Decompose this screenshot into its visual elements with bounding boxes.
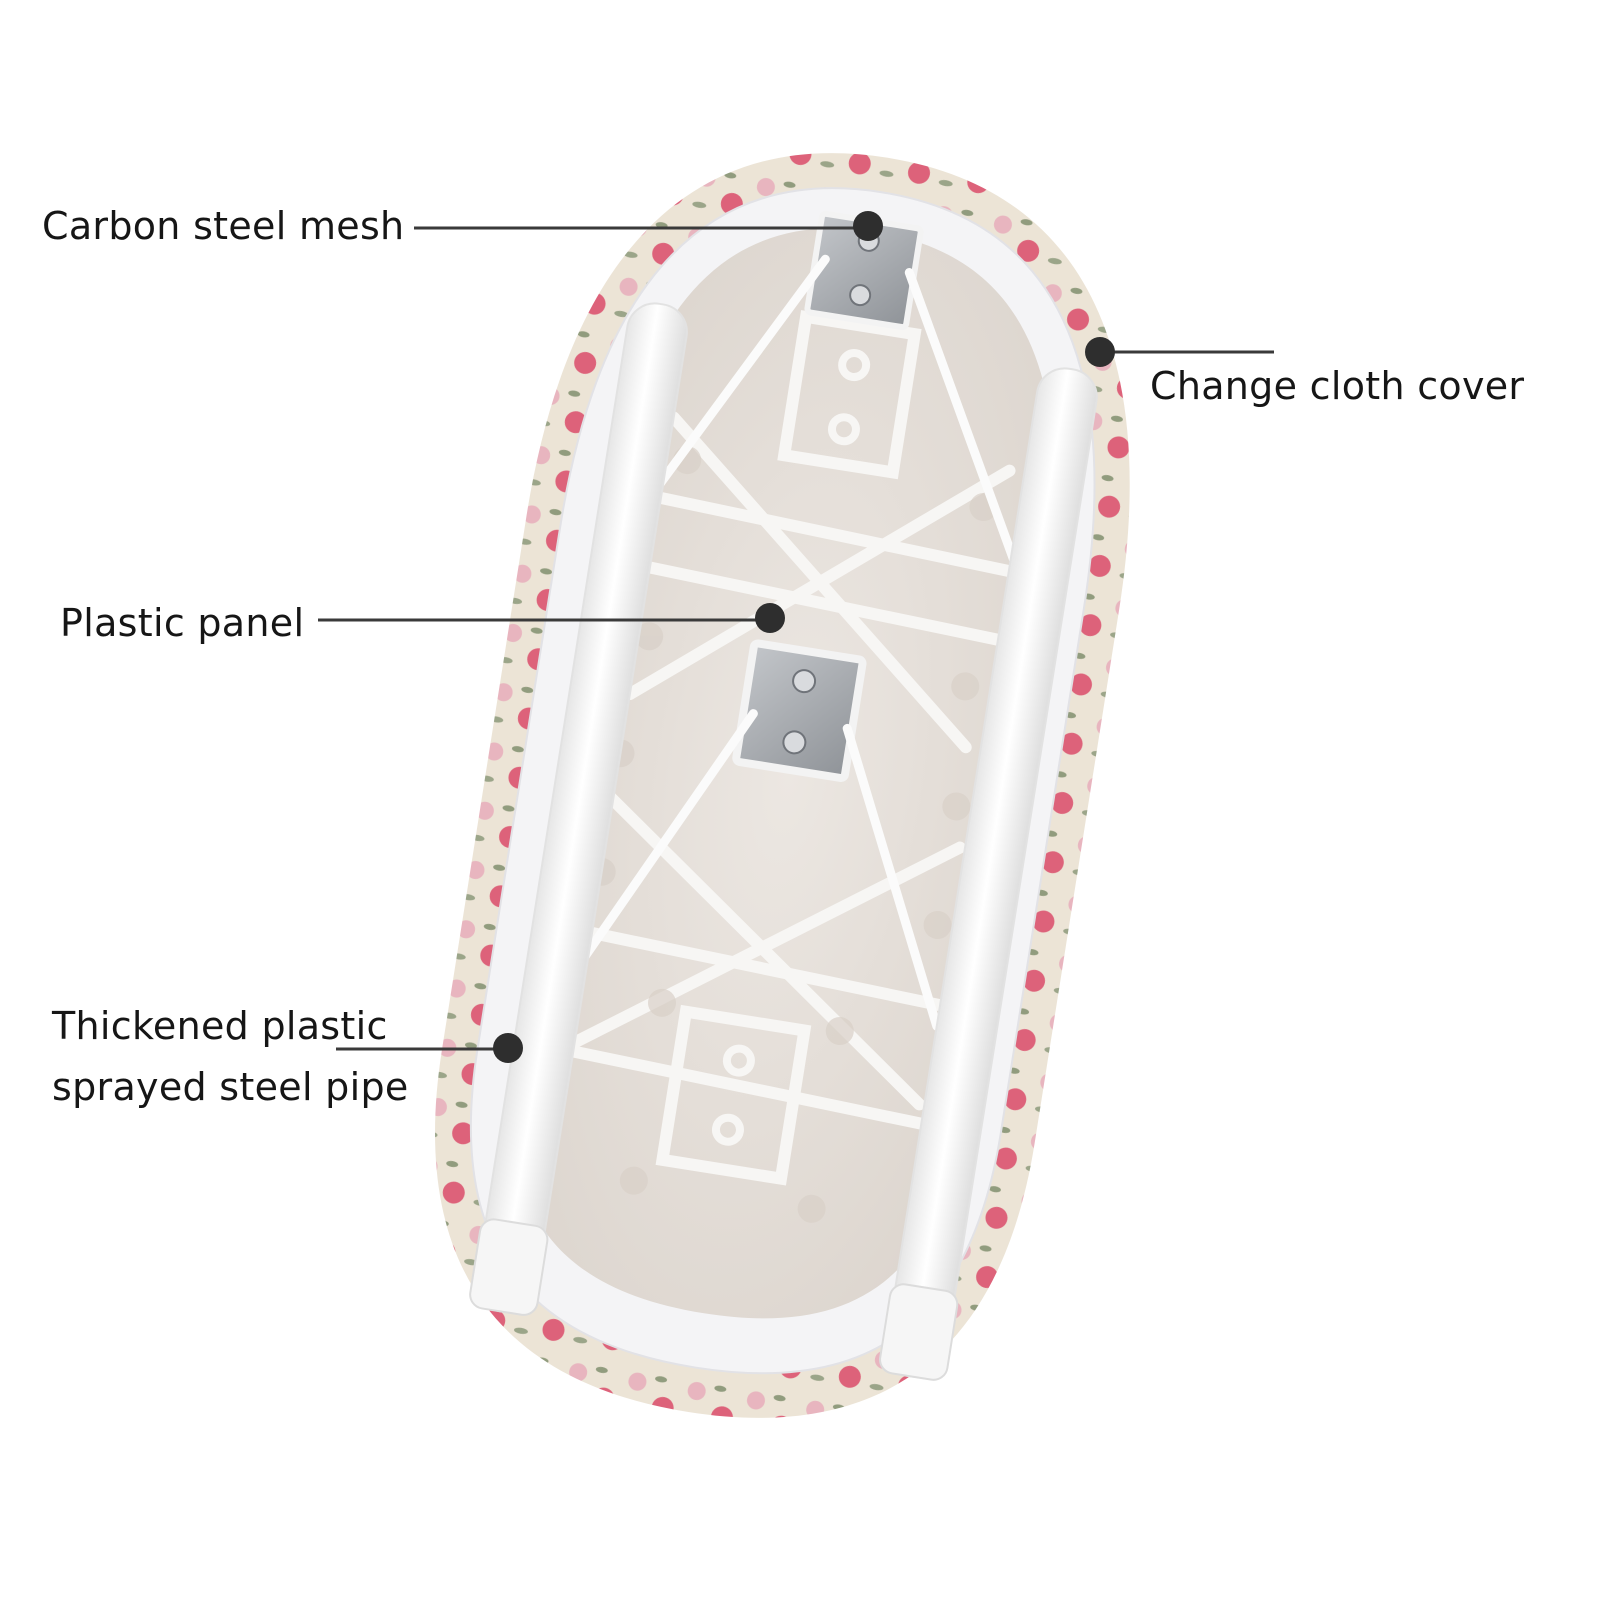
left-steel-pipe xyxy=(469,302,688,1316)
label-change-cloth-cover: Change cloth cover xyxy=(1150,364,1525,408)
label-carbon-steel-mesh: Carbon steel mesh xyxy=(42,204,405,248)
panel-frame-top xyxy=(777,310,922,480)
ironing-board xyxy=(435,153,1130,1418)
leader-plastic-panel xyxy=(318,603,785,633)
label-thickened-plastic-pipe: Thickened plastic sprayed steel pipe xyxy=(52,996,409,1118)
leader-carbon-steel-mesh xyxy=(414,211,883,241)
leader-thickened-plastic-pipe xyxy=(336,1033,523,1063)
right-steel-pipe xyxy=(879,367,1098,1381)
panel-frame-bottom xyxy=(655,1004,812,1186)
wire-legs xyxy=(571,254,1024,1031)
leader-dot xyxy=(853,211,883,241)
label-thickened-plastic-pipe-line2: sprayed steel pipe xyxy=(52,1064,409,1109)
label-thickened-plastic-pipe-line1: Thickened plastic xyxy=(52,1004,388,1048)
leader-dot xyxy=(493,1033,523,1063)
annotation-leaders xyxy=(318,211,1274,1063)
leader-change-cloth-cover xyxy=(1085,337,1274,367)
label-plastic-panel: Plastic panel xyxy=(60,601,305,645)
leader-dot xyxy=(1085,337,1115,367)
leader-dot xyxy=(755,603,785,633)
middle-metal-bracket xyxy=(732,639,867,783)
